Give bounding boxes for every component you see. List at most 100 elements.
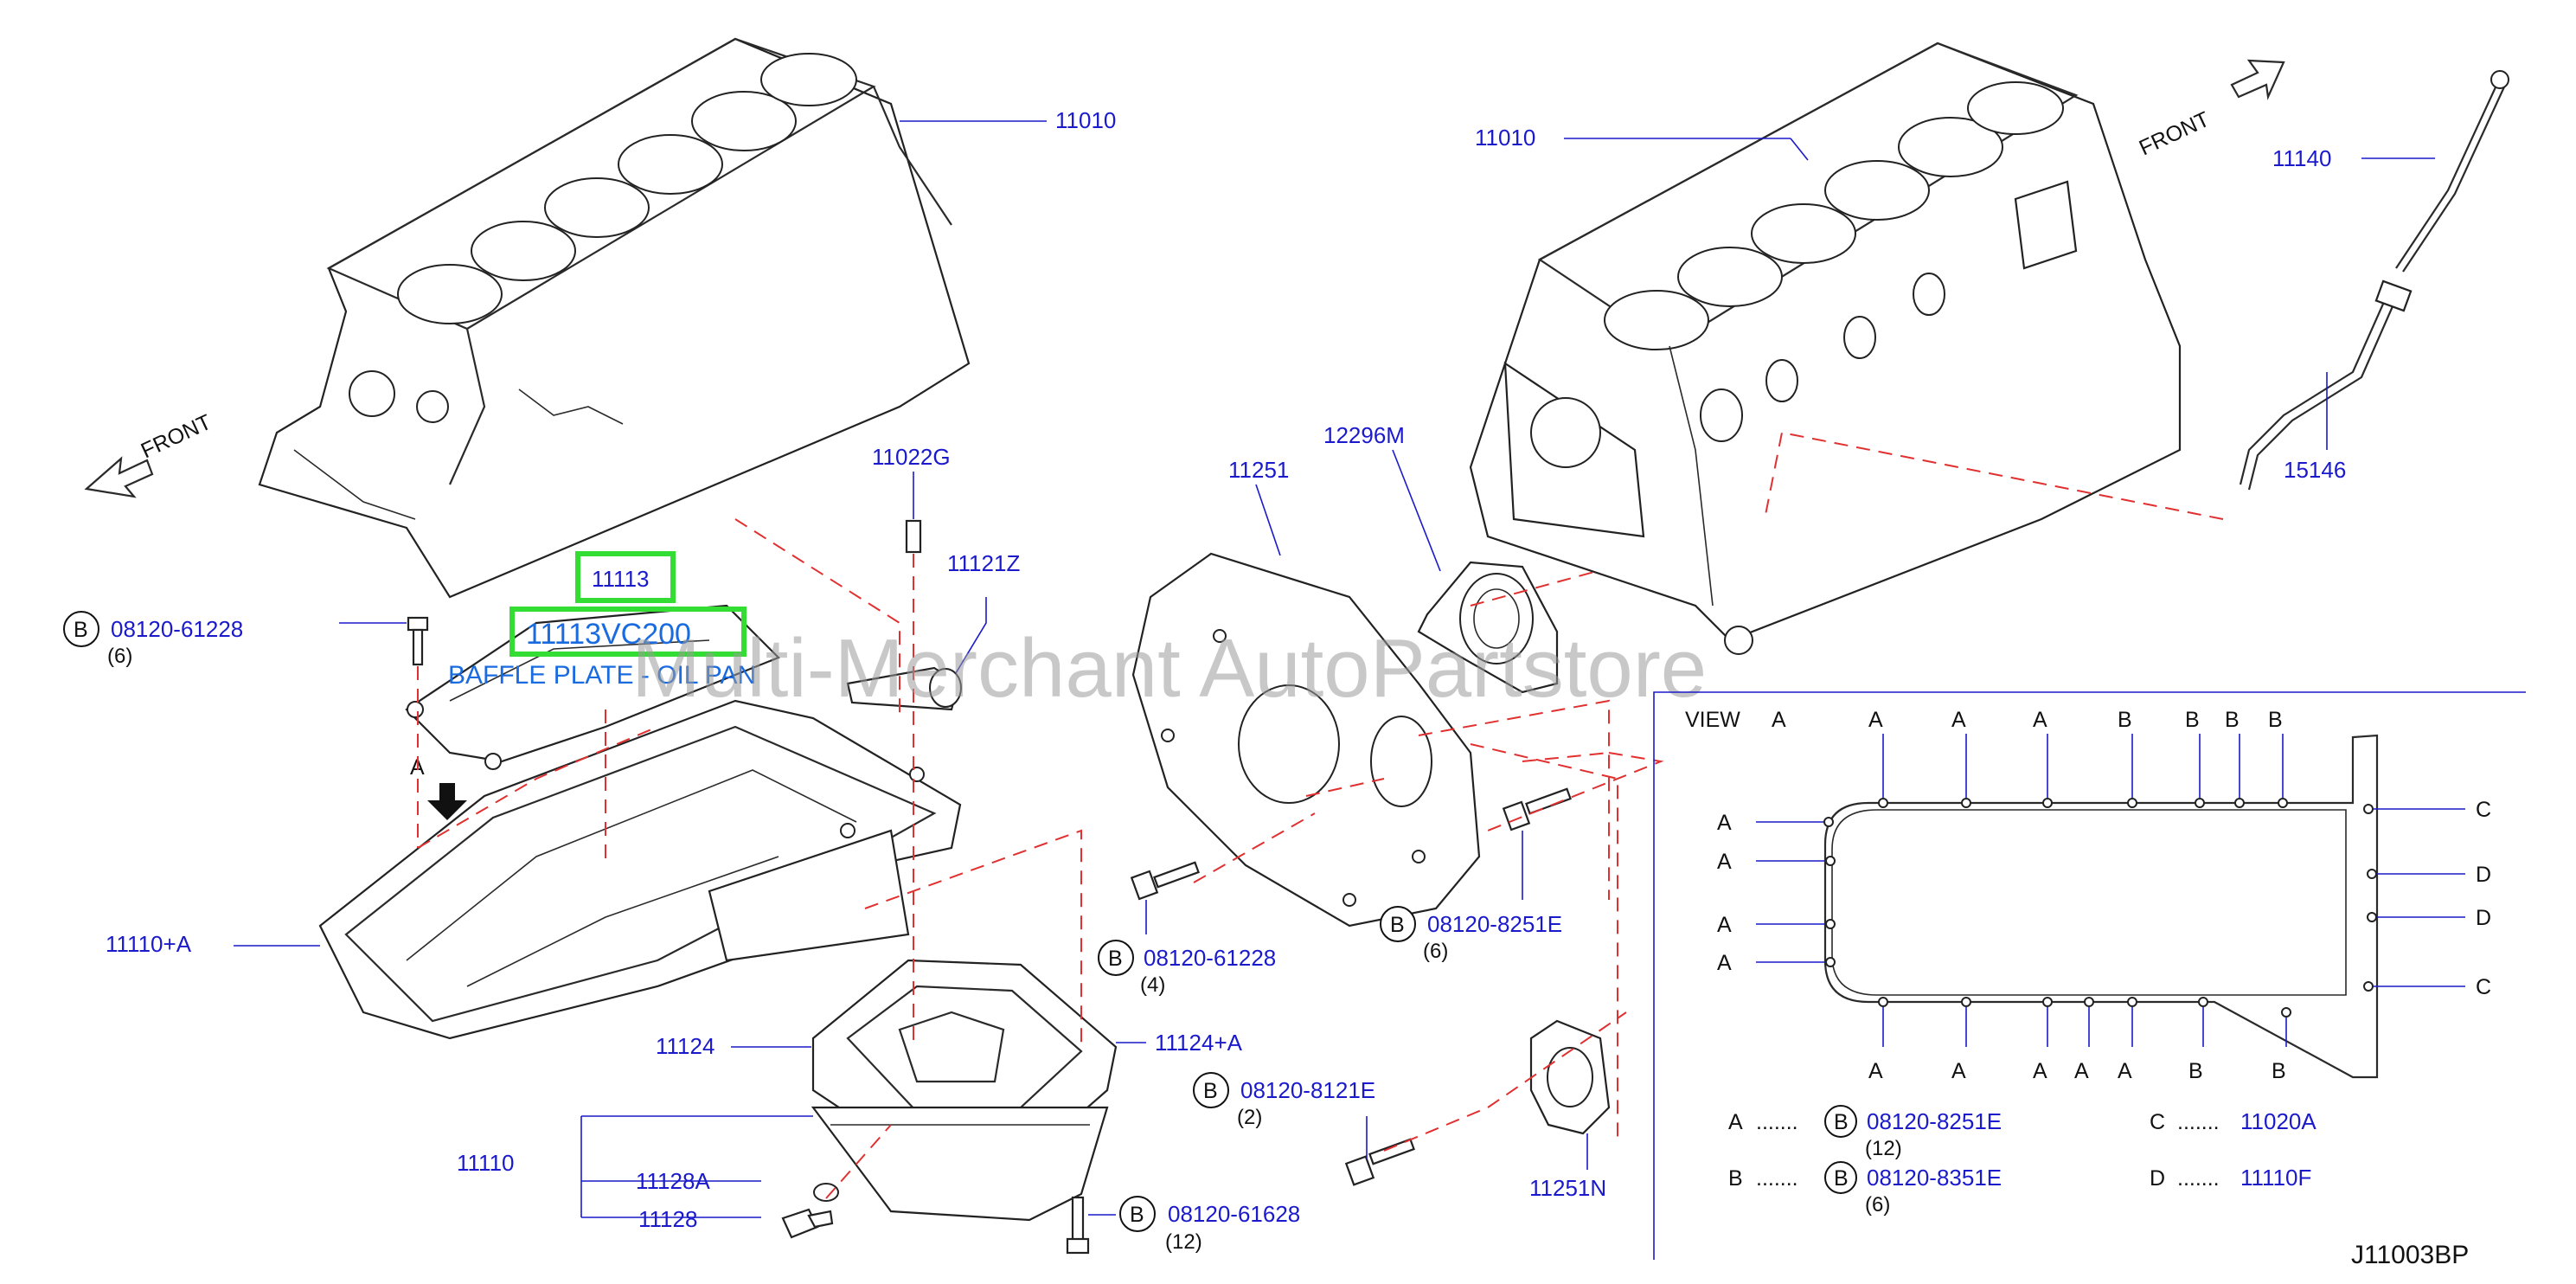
- oil-strainer-part[interactable]: [846, 666, 962, 711]
- dipstick-part[interactable]: [2395, 70, 2509, 273]
- part-11140-label[interactable]: 11140: [2272, 145, 2331, 171]
- view-right-letters: C D D C: [2476, 798, 2491, 999]
- legend-d-code[interactable]: 11110F: [2240, 1165, 2311, 1191]
- oil-pan-upper-part[interactable]: [318, 699, 962, 1040]
- svg-text:B: B: [1834, 1110, 1849, 1134]
- bolt-b3-code[interactable]: 08120-8251E: [1427, 911, 1562, 937]
- bolt-b2-circle: [1098, 940, 1134, 976]
- part-11128-label[interactable]: 11128: [638, 1206, 697, 1232]
- part-11251n-label[interactable]: 11251N: [1529, 1175, 1606, 1201]
- cylinder-block-left[interactable]: [258, 37, 971, 599]
- view-a-arrow-icon: [427, 783, 467, 820]
- drain-plug-part[interactable]: [781, 1208, 834, 1239]
- view-right-holes: [2363, 804, 2377, 992]
- svg-text:A: A: [2074, 1059, 2089, 1083]
- front-label-right: FRONT: [2136, 107, 2214, 161]
- cylinder-block-right[interactable]: [1469, 42, 2182, 655]
- view-title: VIEW: [1685, 708, 1740, 732]
- view-left-holes: [1823, 817, 1836, 967]
- watermark: Multi-Merchant AutoPartstore: [631, 622, 1707, 715]
- bolt-b1-qty: (6): [107, 645, 132, 668]
- legend-c-code[interactable]: 11020A: [2240, 1108, 2316, 1134]
- svg-text:B: B: [2185, 708, 2200, 732]
- svg-text:B: B: [2188, 1059, 2203, 1083]
- bolt-b1-circle: [63, 611, 99, 647]
- highlight-ref-box: [509, 607, 747, 657]
- legend-a-code[interactable]: 08120-8251E: [1867, 1108, 2002, 1134]
- part-11113-label[interactable]: 11113: [592, 566, 650, 592]
- bolt-b4-icon[interactable]: [1344, 1138, 1415, 1186]
- part-11124a-label[interactable]: 11124+A: [1155, 1030, 1243, 1056]
- view-bottom-holes: [1878, 997, 2291, 1018]
- svg-text:A: A: [1868, 1059, 1883, 1083]
- part-11121z-label[interactable]: 11121Z: [947, 550, 1020, 576]
- svg-text:.......: .......: [2177, 1110, 2220, 1134]
- svg-text:A: A: [1868, 708, 1883, 732]
- dowel-pin-part[interactable]: [905, 519, 922, 554]
- svg-text:C: C: [2476, 798, 2491, 822]
- bolt-b4-code[interactable]: 08120-8121E: [1240, 1077, 1375, 1103]
- view-title-letter: A: [1772, 708, 1786, 732]
- svg-text:A: A: [1717, 913, 1732, 937]
- diagram-code: J11003BP: [2351, 1241, 2469, 1269]
- bolt-b3-icon[interactable]: [1502, 787, 1572, 831]
- svg-text:(12): (12): [1865, 1137, 1902, 1160]
- bolt-b2-icon[interactable]: [1130, 861, 1200, 901]
- bolt-b1-code[interactable]: 08120-61228: [111, 616, 243, 642]
- bolt-b5-circle: [1119, 1196, 1156, 1232]
- rear-oil-seal-part[interactable]: [1417, 561, 1559, 694]
- part-15146-label[interactable]: 15146: [2284, 457, 2346, 483]
- view-bottom-letters: A A A A A B B: [1868, 1059, 2286, 1083]
- svg-text:B: B: [2268, 708, 2283, 732]
- seal-retainer-part[interactable]: [1529, 1019, 1611, 1135]
- svg-text:A: A: [1717, 850, 1732, 874]
- part-11124-label[interactable]: 11124: [656, 1033, 714, 1059]
- view-panel-border: [1653, 691, 2526, 1260]
- bolt-b2-letter: B: [1108, 947, 1123, 971]
- bolt-b3-letter: B: [1390, 913, 1405, 937]
- bolt-b4-letter: B: [1203, 1079, 1218, 1103]
- svg-text:A: A: [2118, 1059, 2132, 1083]
- part-11113vc200-label[interactable]: 11113VC200: [526, 618, 691, 651]
- part-11022g-label[interactable]: 11022G: [872, 444, 951, 470]
- bolt-b1-letter: B: [74, 618, 88, 642]
- bolt-b2-code[interactable]: 08120-61228: [1144, 945, 1276, 971]
- bolt-b1-icon[interactable]: [407, 616, 429, 666]
- legend-b-code[interactable]: 08120-8351E: [1867, 1165, 2002, 1191]
- view-legend: A ....... B 08120-8251E (12) B ....... B…: [1728, 1105, 2316, 1217]
- view-left-letters: A A A A: [1717, 811, 1732, 975]
- part-11110-label[interactable]: 11110: [457, 1150, 515, 1176]
- svg-text:A: A: [1951, 708, 1966, 732]
- dipstick-tube-part[interactable]: [2239, 279, 2413, 491]
- part-11128a-label[interactable]: 11128A: [636, 1168, 710, 1194]
- svg-text:C: C: [2476, 975, 2491, 999]
- svg-text:A: A: [1951, 1059, 1966, 1083]
- oil-pan-lower-part[interactable]: [811, 959, 1118, 1222]
- bolt-b3-circle: [1380, 906, 1416, 942]
- bolt-b3-qty: (6): [1423, 940, 1448, 963]
- svg-text:A: A: [1717, 811, 1732, 835]
- svg-text:A: A: [1717, 951, 1732, 975]
- svg-text:.......: .......: [2177, 1166, 2220, 1191]
- drain-washer-part[interactable]: [813, 1183, 839, 1202]
- part-11110a-label[interactable]: 11110+A: [106, 931, 192, 957]
- svg-text:D: D: [2150, 1166, 2165, 1191]
- front-arrow-right-icon: [2230, 59, 2285, 100]
- part-11251-label[interactable]: 11251: [1228, 457, 1289, 483]
- baffle-plate-name: BAFFLE PLATE - OIL PAN: [448, 661, 756, 690]
- svg-text:B: B: [2118, 708, 2132, 732]
- bolt-b5-code[interactable]: 08120-61628: [1168, 1201, 1300, 1227]
- part-11010-right-label[interactable]: 11010: [1475, 125, 1535, 151]
- oil-pan-gasket-outline[interactable]: [1823, 734, 2379, 1079]
- svg-text:.......: .......: [1756, 1110, 1798, 1134]
- part-12296m-label[interactable]: 12296M: [1323, 422, 1405, 448]
- baffle-plate-part[interactable]: [405, 604, 780, 770]
- svg-text:A: A: [1728, 1110, 1743, 1134]
- svg-text:A: A: [2033, 708, 2047, 732]
- front-label-left: FRONT: [138, 410, 215, 464]
- view-top-letters: A A A B B B B: [1868, 708, 2283, 732]
- bolt-b5-icon[interactable]: [1066, 1196, 1090, 1255]
- part-11010-left-label[interactable]: 11010: [1055, 107, 1116, 133]
- rear-plate-part[interactable]: [1131, 552, 1481, 928]
